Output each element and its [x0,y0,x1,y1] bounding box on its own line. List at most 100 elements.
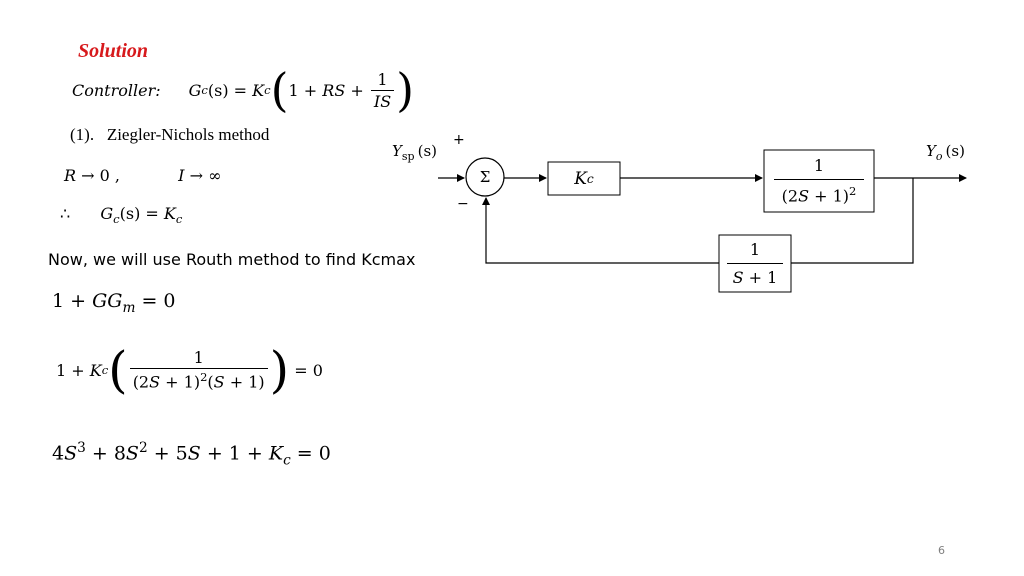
controller-block-k: K [574,168,587,189]
block-diagram-lines [438,149,967,293]
eq3-t2: + 8 [85,442,126,465]
limit-r-value: → 0 , [76,166,120,185]
eq1-lead: 1 + [52,290,93,312]
eq3-k-sub: c [283,452,291,469]
limits-line: R → 0 , I → ∞ [64,166,221,185]
routh-note: Now, we will use Routh method to find Kc… [48,250,416,269]
eq1-tail: = 0 [135,290,176,312]
limit-r: R [64,166,77,185]
controller-frac-num: 1 [377,69,388,89]
eq2-paren-open: ( [108,341,128,399]
eq2-den-s1: S [149,372,161,392]
eq2-den-a: (2 [132,372,150,392]
eq2-den-s2: S [213,372,225,392]
process-den-a: (2 [781,186,799,206]
eq3-t4: + 1 + [200,442,269,465]
summing-junction [465,157,505,197]
feedback-fraction: 1 S + 1 [726,240,784,287]
process-den-b: + 1) [809,186,850,206]
controller-gain: K [252,80,265,100]
limit-i: I [178,166,185,185]
controller-rs: RS [322,80,346,100]
eq2-k-sub: c [101,363,109,377]
eq3-s3: S [187,442,201,465]
eq3-k: K [268,442,284,465]
process-den-s: S [798,186,810,206]
eq2-den-d: + 1) [224,372,265,392]
therefore-symbol: ∴ [60,204,71,223]
summer-symbol: Σ [479,168,491,186]
controller-label: Controller: [72,80,161,100]
feedback-path-right [791,178,914,264]
controller-lhs: G [188,80,202,100]
setpoint-y: Y [392,142,402,160]
feedback-num: 1 [749,240,761,259]
process-den-exp: 2 [849,184,857,199]
therefore-gain: K [163,204,176,223]
process-block-label: 1 (2S + 1)2 [764,150,874,212]
controller-block [547,161,621,196]
therefore-lhs: G [100,204,114,223]
setpoint-arg: (s) [417,142,437,160]
output-sub: o [935,149,943,163]
eq3-e2: 2 [138,440,148,456]
eq2-paren-close: ) [269,341,290,399]
feedback-block-label: 1 S + 1 [719,235,791,292]
eq3-s2: S [125,442,139,465]
eq3-tail: = 0 [290,442,331,465]
eq3-e1: 3 [77,440,86,456]
eq3-t3: + 5 [147,442,188,465]
eq1-sub: m [122,299,136,316]
minus-sign: − [457,196,469,212]
therefore-lhs-sub: c [113,212,120,227]
limit-i-value: → ∞ [184,166,222,185]
process-den: (2S + 1)2 [773,179,865,206]
controller-paren-close: ) [396,63,415,117]
eq1-gg: GG [92,290,123,312]
output-label: Yo(s) [926,142,965,163]
feedback-den: S + 1 [726,263,784,287]
eq3-t1: 4 [52,442,65,465]
solution-heading: Solution [78,40,149,62]
controller-plus: + [345,80,369,100]
controller-paren-open: ( [270,63,289,117]
controller-fraction: 1 IS [370,69,395,111]
process-fraction: 1 (2S + 1)2 [773,156,865,206]
feedback-den-b: + 1 [743,268,778,287]
eq3-s1: S [64,442,78,465]
eq2-num: 1 [193,348,204,368]
eq2-den-exp: 2 [200,370,208,385]
controller-one-plus: 1 + [288,80,323,100]
eq2-den: (2S + 1)2(S + 1) [129,368,268,392]
process-block [763,149,875,213]
method-label: (1). Ziegler-Nichols method [70,125,270,144]
page-number: 6 [938,544,945,557]
characteristic-equation-1: 1 + GGm = 0 [52,290,176,316]
eq2-den-c: ( [207,372,214,392]
eq2-tail: = 0 [289,360,323,380]
controller-block-sub: c [586,171,594,186]
controller-gain-sub: c [264,83,271,97]
eq2-lead: 1 + [56,360,90,380]
eq2-fraction: 1 (2S + 1)2(S + 1) [129,348,268,392]
controller-lhs-sub: c [201,83,208,97]
output-arg: (s) [945,142,965,160]
feedback-path-left [482,197,719,264]
process-num: 1 [813,156,825,176]
controller-arg: (s) = [207,80,253,100]
eq2-den-b: + 1) [160,372,201,392]
therefore-gain-sub: c [175,212,183,227]
plus-sign: + [453,132,465,148]
controller-frac-den: IS [370,89,395,111]
setpoint-label: Ysp(s) [392,142,437,163]
characteristic-equation-3: 4S3 + 8S2 + 5S + 1 + Kc = 0 [52,440,331,468]
therefore-line: ∴ Gc(s) = Kc [60,204,182,226]
feedback-den-s: S [732,268,744,287]
therefore-rhs: (s) = [119,204,164,223]
output-y: Y [926,142,936,160]
eq2-k: K [89,360,102,380]
